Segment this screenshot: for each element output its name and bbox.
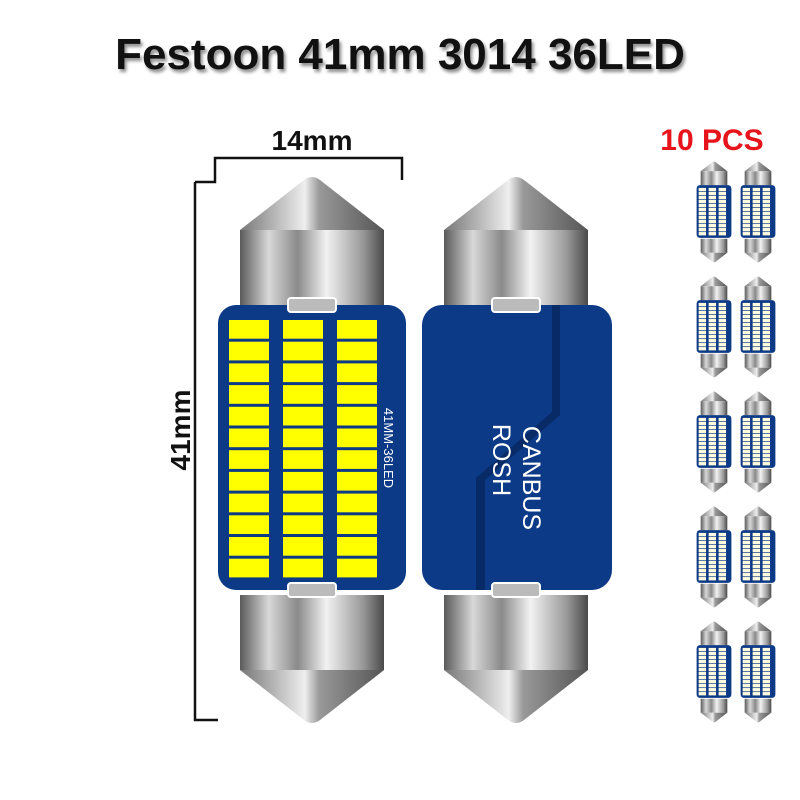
thumbnail-bulb: [740, 161, 776, 263]
led-chip: [283, 363, 323, 383]
led-chip: [337, 406, 377, 426]
thumbnail-bulb: [696, 276, 732, 378]
thumbnail-bulb: [740, 621, 776, 723]
thumbnail-bulb: [696, 506, 732, 608]
led-chip: [337, 493, 377, 513]
led-chip: [283, 428, 323, 448]
led-chip: [337, 341, 377, 361]
led-chip: [283, 471, 323, 491]
thumbnail-bulb: [740, 506, 776, 608]
product-title: Festoon 41mm 3014 36LED: [115, 30, 685, 79]
led-chip: [283, 515, 323, 534]
led-chip: [337, 471, 377, 491]
led-chip: [229, 428, 269, 448]
width-dimension: [195, 156, 404, 184]
led-chip: [283, 558, 323, 578]
led-chip: [283, 537, 323, 556]
thumbnail-bulb: [740, 391, 776, 493]
led-chip: [337, 537, 377, 556]
led-chip: [229, 493, 269, 513]
led-chip: [229, 320, 269, 339]
canbus-label: CANBUS: [517, 426, 545, 530]
led-chip: [283, 450, 323, 469]
led-chip: [337, 558, 377, 578]
led-chip: [283, 406, 323, 426]
length-label: 41mm: [165, 390, 196, 471]
length-dimension: [193, 182, 218, 722]
led-chip: [283, 493, 323, 513]
led-chip: [229, 363, 269, 383]
led-chip: [337, 450, 377, 469]
brand-label: ROSH: [487, 424, 515, 496]
thumbnail-bulb: [696, 161, 732, 263]
led-chip: [229, 406, 269, 426]
led-chip: [337, 385, 377, 404]
bulb-front: 41MM-36LED: [218, 177, 406, 723]
width-label: 14mm: [272, 125, 353, 156]
led-grid: [229, 320, 377, 578]
led-chip: [229, 471, 269, 491]
quantity-thumbnails: [696, 161, 776, 723]
led-chip: [337, 363, 377, 383]
led-chip: [229, 558, 269, 578]
led-chip: [337, 320, 377, 339]
thumbnail-bulb: [740, 276, 776, 378]
led-chip: [229, 341, 269, 361]
quantity-label: 10 PCS: [660, 124, 763, 157]
led-chip: [283, 385, 323, 404]
led-chip: [229, 450, 269, 469]
led-chip: [229, 537, 269, 556]
led-chip: [337, 515, 377, 534]
bulb-back: CANBUS ROSH: [422, 177, 612, 723]
led-chip: [337, 428, 377, 448]
thumbnail-bulb: [696, 391, 732, 493]
led-chip: [283, 341, 323, 361]
thumbnail-bulb: [696, 621, 732, 723]
led-chip: [229, 385, 269, 404]
led-chip: [283, 320, 323, 339]
led-chip: [229, 515, 269, 534]
board-model-label: 41MM-36LED: [381, 408, 396, 488]
